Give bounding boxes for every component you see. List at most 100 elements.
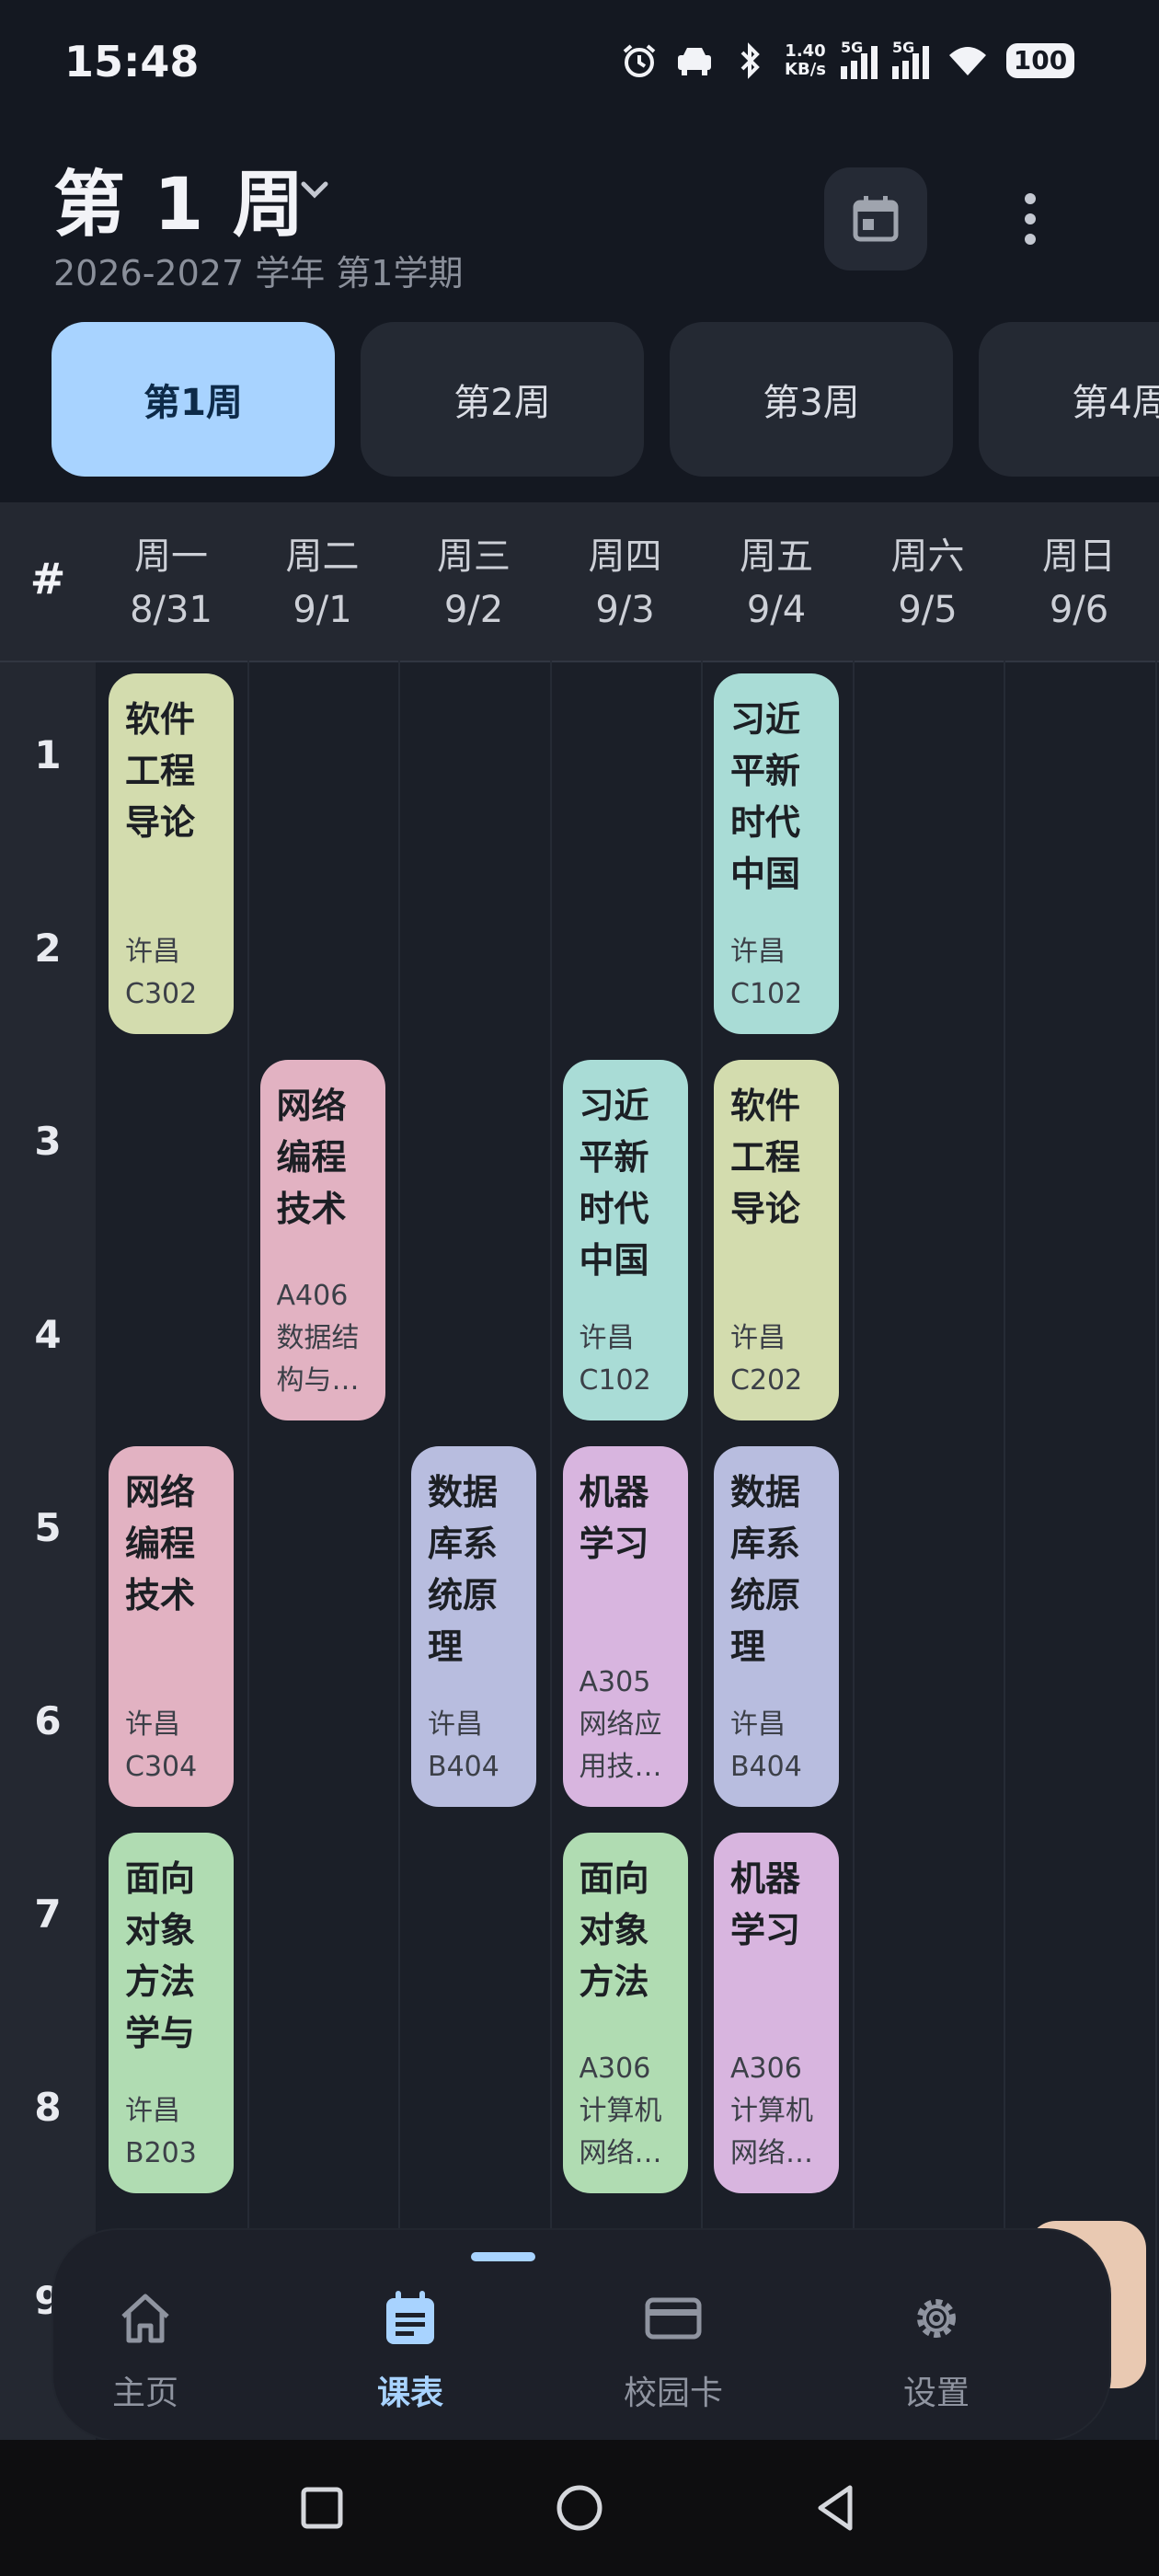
course-info-line: 许昌: [730, 1322, 786, 1354]
course-info-line: C102: [730, 978, 803, 1010]
week-title[interactable]: 第 1 周: [53, 164, 306, 247]
column-divider: [398, 661, 400, 2444]
week-chip-3[interactable]: 第3周: [670, 322, 953, 477]
course-info-line: C302: [125, 978, 198, 1010]
recents-icon[interactable]: [294, 2480, 350, 2536]
more-options-button[interactable]: [1003, 184, 1058, 254]
nav-item-home[interactable]: 主页: [53, 2230, 237, 2440]
week-chip-2[interactable]: 第2周: [361, 322, 644, 477]
day-name: 周五: [740, 535, 813, 578]
period-number: 6: [34, 1698, 62, 1743]
settings-icon: [917, 2299, 956, 2338]
course-info-line: 计算机: [579, 2095, 662, 2127]
course-info-line: B203: [125, 2137, 197, 2169]
nav-item-timetable[interactable]: 课表: [318, 2230, 502, 2440]
period-number: 2: [34, 926, 62, 971]
alarm-icon: [623, 44, 656, 77]
course-name: 面向对象方法学与设计: [125, 1858, 196, 2053]
course-info-line: 许昌: [730, 1708, 786, 1741]
day-name: 周一: [134, 535, 208, 578]
home-icon: [121, 2294, 169, 2343]
week-selector: 第1周 第2周 第3周 第4周: [52, 322, 1159, 477]
column-divider: [852, 661, 855, 2444]
course-info-line: 许昌: [579, 1322, 635, 1354]
column-divider: [1154, 661, 1157, 2444]
course-info-line: 用技…: [579, 1751, 662, 1783]
course-card[interactable]: 习近平新时代中国特色许昌C102: [562, 1060, 688, 1420]
chevron-down-icon[interactable]: [296, 171, 333, 208]
course-info-line: A305: [579, 1666, 651, 1698]
day-date: 8/31: [130, 589, 212, 631]
week-chip-4[interactable]: 第4周: [979, 322, 1159, 477]
course-info-line: 许昌: [730, 936, 786, 968]
period-column: [0, 502, 96, 2444]
signal-2-icon: 5G: [892, 39, 929, 79]
nav-item-settings[interactable]: 设置: [844, 2230, 1028, 2440]
course-info-line: 计算机: [730, 2095, 813, 2127]
period-number: 4: [34, 1312, 62, 1357]
day-date: 9/3: [595, 589, 655, 631]
home-circle-icon[interactable]: [552, 2480, 607, 2536]
calendar-button[interactable]: [824, 167, 927, 270]
calendar-icon: [386, 2291, 434, 2344]
battery-indicator: 100: [1006, 43, 1074, 78]
system-navigation-bar: [0, 2440, 1159, 2576]
period-number: 7: [34, 1892, 62, 1937]
column-divider: [701, 661, 703, 2444]
course-card[interactable]: 面向对象方法学与设计A306计算机网络…: [562, 1833, 688, 2193]
day-header: 周五 9/4: [701, 530, 852, 637]
column-divider: [1004, 661, 1005, 2444]
day-name: 周四: [588, 535, 662, 578]
course-name: 数据库系统原理: [730, 1472, 801, 1667]
course-name: 软件工程导论: [730, 1086, 801, 1229]
course-info-line: A306: [730, 2053, 802, 2085]
nav-item-campus-card[interactable]: 校园卡: [581, 2230, 765, 2440]
status-time: 15:48: [64, 37, 200, 86]
back-icon[interactable]: [809, 2480, 865, 2536]
bottom-navigation: 主页 课表 校园卡 设置: [53, 2230, 1109, 2440]
course-info-line: 构与…: [276, 1364, 360, 1397]
course-info: 许昌 C102: [730, 931, 833, 1016]
day-header: 周一 8/31: [96, 530, 247, 637]
course-info: 许昌 C302: [125, 931, 228, 1016]
wifi-icon: [949, 47, 986, 75]
week-chip-1[interactable]: 第1周: [52, 322, 335, 477]
course-name: 机器学习: [730, 1858, 801, 1950]
day-date: 9/4: [746, 589, 807, 631]
status-icons: 1.40 KB/s 5G 5G 100: [619, 39, 1074, 79]
course-info-line: 许昌: [125, 936, 180, 968]
course-info: A305 网络应用技…: [580, 1662, 683, 1788]
course-card[interactable]: 面向对象方法学与设计许昌B203: [109, 1833, 234, 2193]
corner-label: #: [29, 554, 66, 604]
course-info-line: C304: [125, 1751, 198, 1783]
course-info-line: A306: [579, 2053, 651, 2085]
course-info-line: 网络应: [579, 1708, 662, 1741]
course-name: 数据库系统原理: [428, 1472, 499, 1667]
period-number: 5: [34, 1505, 62, 1550]
status-bar: 15:48 1.40 KB/s 5G 5G 100: [0, 0, 1159, 138]
day-header: 周四 9/3: [550, 530, 701, 637]
net-speed: 1.40 KB/s: [785, 41, 826, 79]
active-nav-indicator: [471, 2252, 535, 2261]
day-date: 9/5: [898, 589, 958, 631]
day-date: 9/2: [443, 589, 504, 631]
course-card[interactable]: 习近平新时代中国特色许昌C102: [714, 673, 839, 1034]
